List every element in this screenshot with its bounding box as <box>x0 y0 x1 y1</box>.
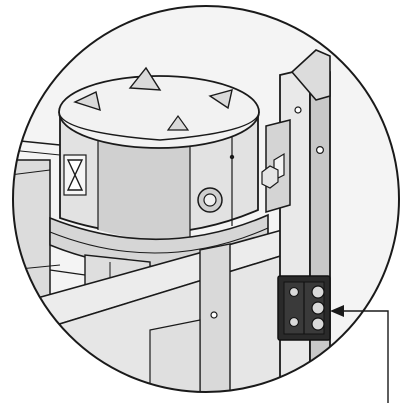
hourglass-warning-icon <box>63 154 87 196</box>
leader-arrow <box>330 305 389 403</box>
front-panel <box>149 243 231 392</box>
magnifier-border <box>12 5 400 393</box>
motor-housing <box>58 66 260 241</box>
hinge-bracket <box>277 275 331 341</box>
